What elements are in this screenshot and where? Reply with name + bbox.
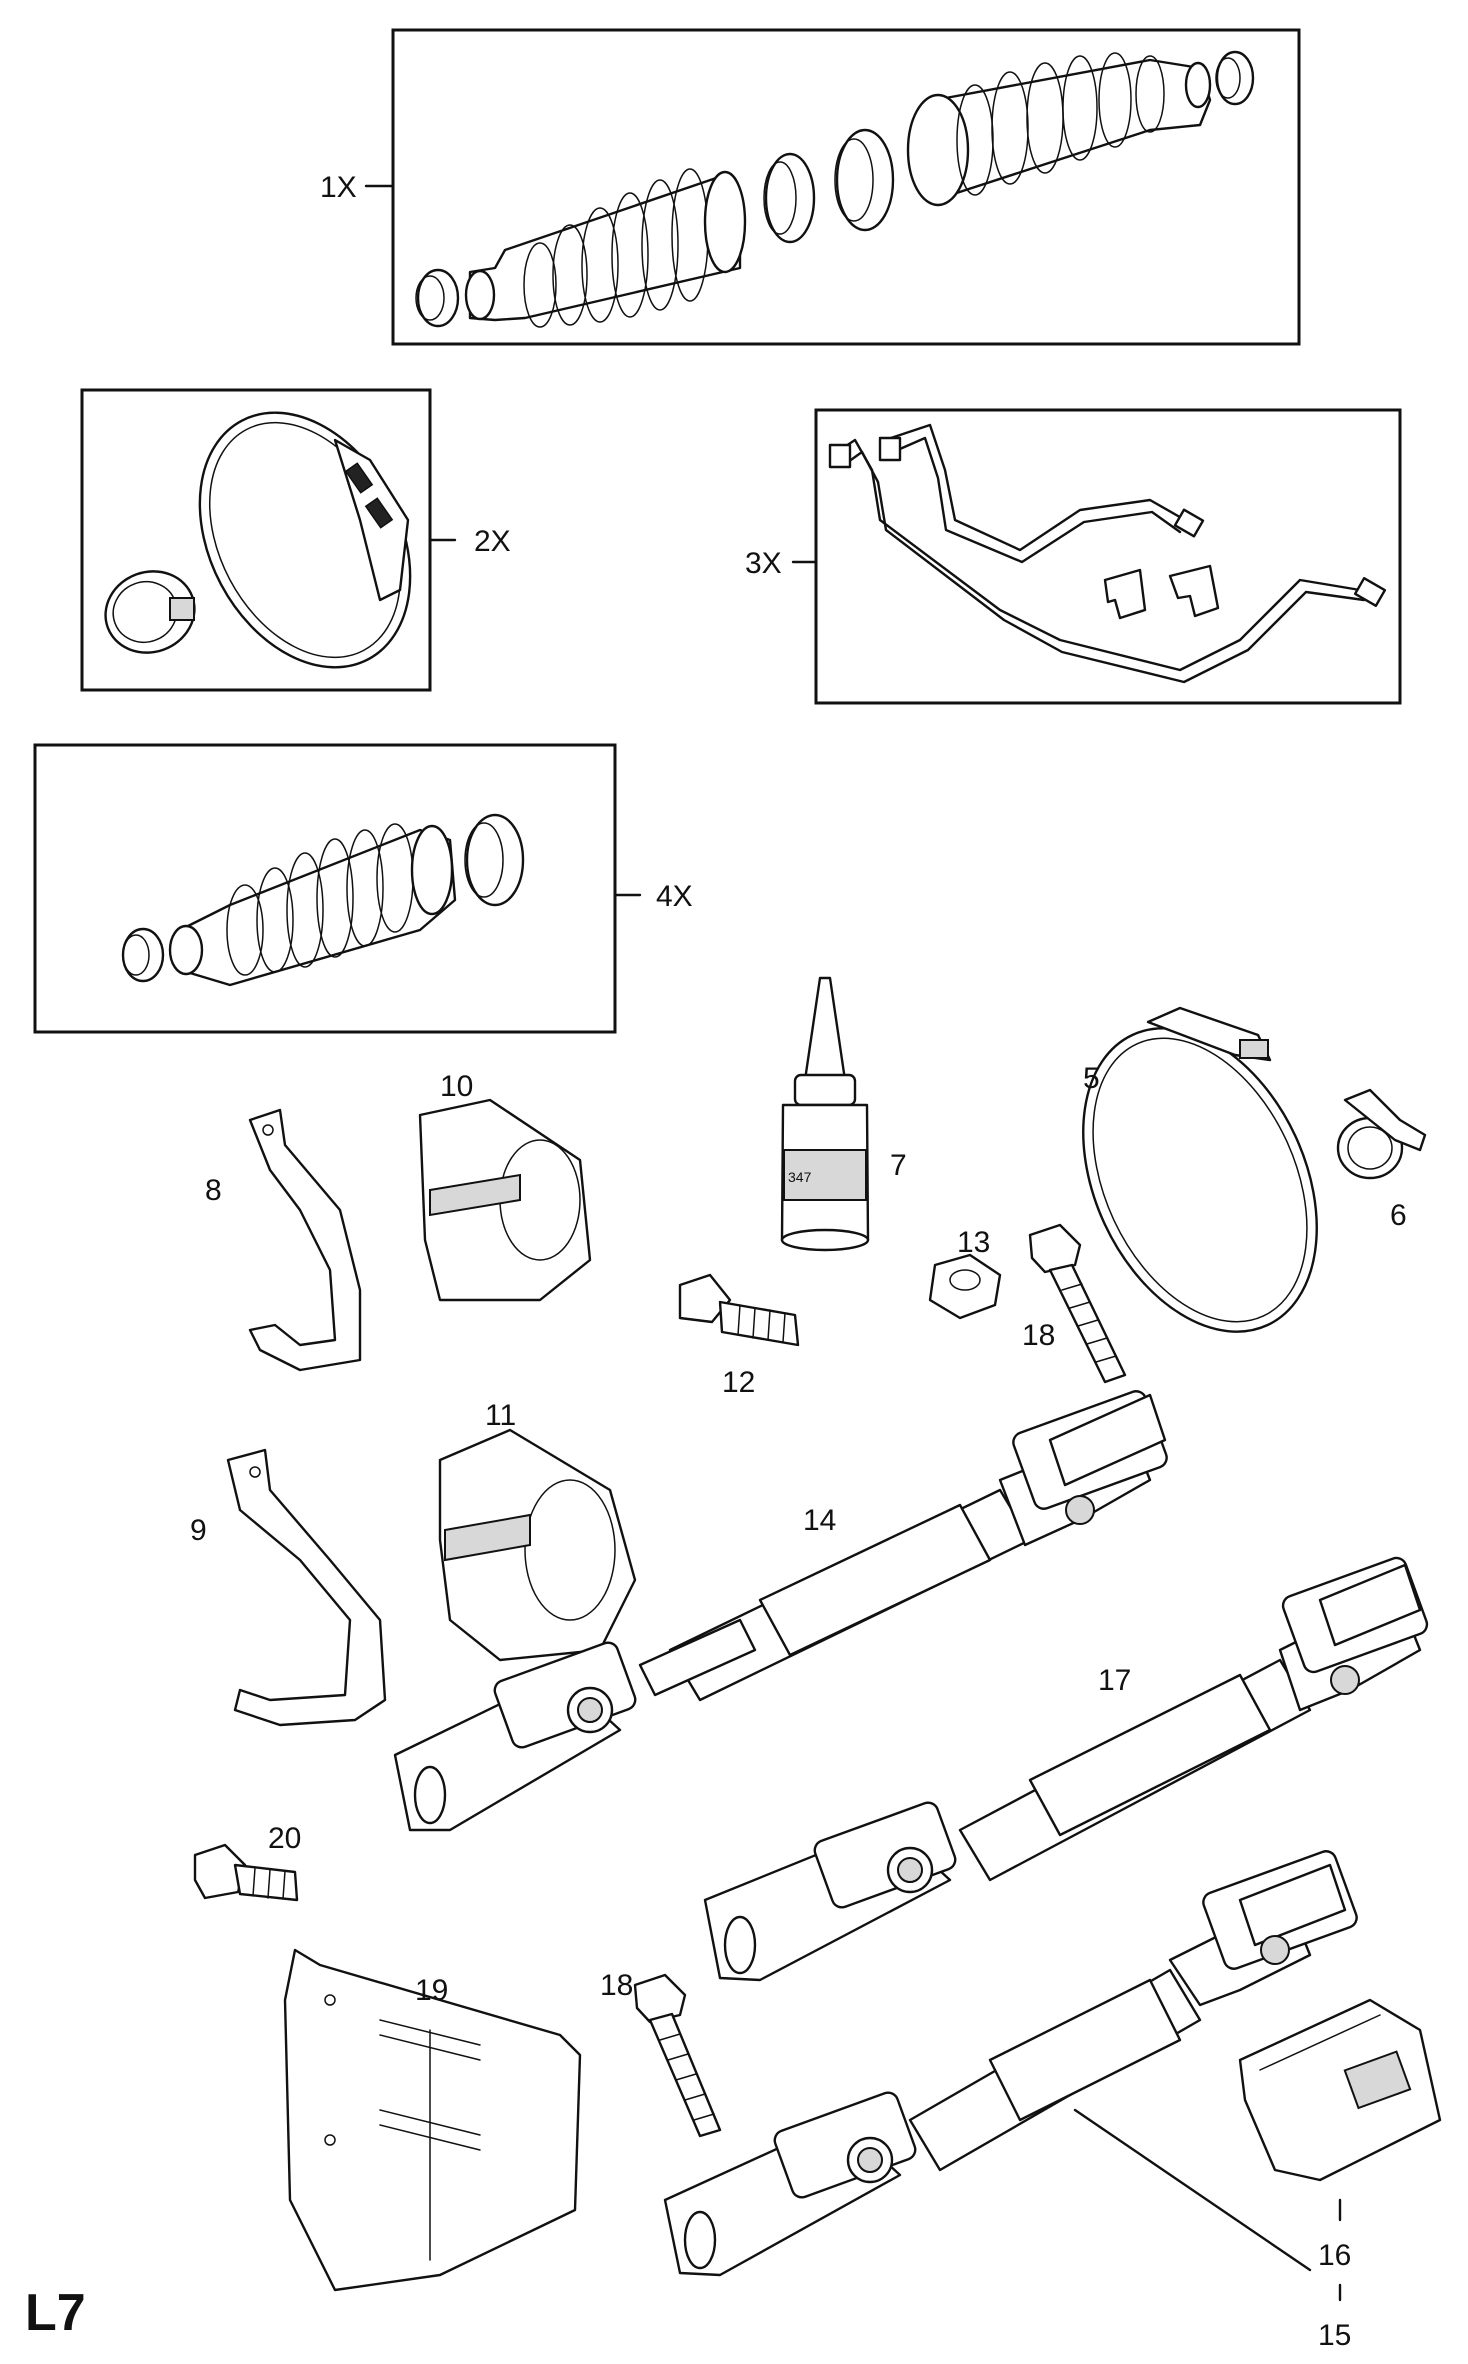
label-10: 10	[440, 1070, 473, 1103]
line-retaining-clip-b	[1168, 564, 1220, 618]
label-13: 13	[957, 1226, 990, 1259]
kit-3x-box	[814, 408, 1402, 705]
part-11-rubber-bushing: 11	[438, 1399, 637, 1662]
bellows-right	[906, 52, 1212, 207]
part-13-flange-nut: 13	[928, 1226, 1002, 1320]
kit-4x-box	[33, 743, 617, 1034]
label-8: 8	[205, 1174, 222, 1207]
label-5: 5	[1083, 1062, 1100, 1095]
steering-boot	[168, 823, 457, 987]
page-code: L7	[25, 2284, 86, 2342]
label-19: 19	[415, 1974, 448, 2007]
bellows-left	[464, 168, 747, 328]
part-8-mounting-bracket: 8	[205, 1108, 362, 1372]
part-6-spring-clip: 6	[1336, 1088, 1427, 1232]
label-18-lower: 18	[600, 1969, 633, 2002]
label-20: 20	[268, 1822, 301, 1855]
boot-small-ring	[121, 927, 165, 983]
label-18-upper: 18	[1022, 1319, 1055, 1352]
large-band-clamp	[198, 411, 412, 669]
part-14-steering-shaft: 14	[393, 1390, 1168, 1832]
small-ring-left	[415, 268, 460, 328]
part-18-bolt-lower: 18	[600, 1969, 722, 2138]
label-11: 11	[485, 1399, 516, 1432]
line-retaining-clip-a	[1103, 568, 1147, 620]
small-crimp-clamp	[104, 570, 196, 654]
part-19-heat-shield: 19	[283, 1948, 582, 2292]
kit-1x-group: 1X	[320, 28, 1301, 346]
small-ring-right	[1215, 50, 1255, 106]
label-16: 16	[1318, 2239, 1351, 2272]
label-15: 15	[1318, 2319, 1351, 2352]
part-20-flange-bolt: 20	[193, 1822, 301, 1902]
label-6: 6	[1390, 1199, 1407, 1232]
label-3x: 3X	[745, 547, 782, 580]
pressure-line	[828, 438, 1387, 684]
kit-2x-group: 2X	[80, 388, 511, 692]
label-2x: 2X	[474, 525, 511, 558]
kit-4x-group: 4X	[33, 743, 693, 1034]
part-16-coupling-sleeve: 16	[1238, 1998, 1442, 2272]
kit-3x-group: 3X	[745, 408, 1402, 705]
part-7-adhesive-bottle: 347 7	[780, 976, 907, 1252]
label-9: 9	[190, 1514, 207, 1547]
label-14: 14	[803, 1504, 836, 1537]
part-5-hose-clamp: 5	[1082, 1006, 1318, 1333]
label-17: 17	[1098, 1664, 1131, 1697]
band-ring-a	[763, 152, 816, 244]
label-7: 7	[890, 1149, 907, 1182]
part-17-steering-shaft: 17	[703, 1556, 1429, 1982]
part-9-mounting-bracket: 9	[190, 1448, 387, 1727]
label-12: 12	[722, 1366, 755, 1399]
band-ring-b	[834, 128, 895, 232]
label-1x: 1X	[320, 171, 357, 204]
part-15-steering-shaft: 15	[663, 1850, 1358, 2352]
label-4x: 4X	[656, 880, 693, 913]
bottle-label-text: 347	[788, 1169, 812, 1185]
part-18-bolt-upper: 18	[1022, 1223, 1127, 1384]
part-10-rubber-bushing: 10	[418, 1070, 592, 1302]
return-line	[878, 423, 1205, 564]
boot-band-ring	[464, 813, 525, 907]
part-12-flange-bolt: 12	[678, 1273, 800, 1399]
